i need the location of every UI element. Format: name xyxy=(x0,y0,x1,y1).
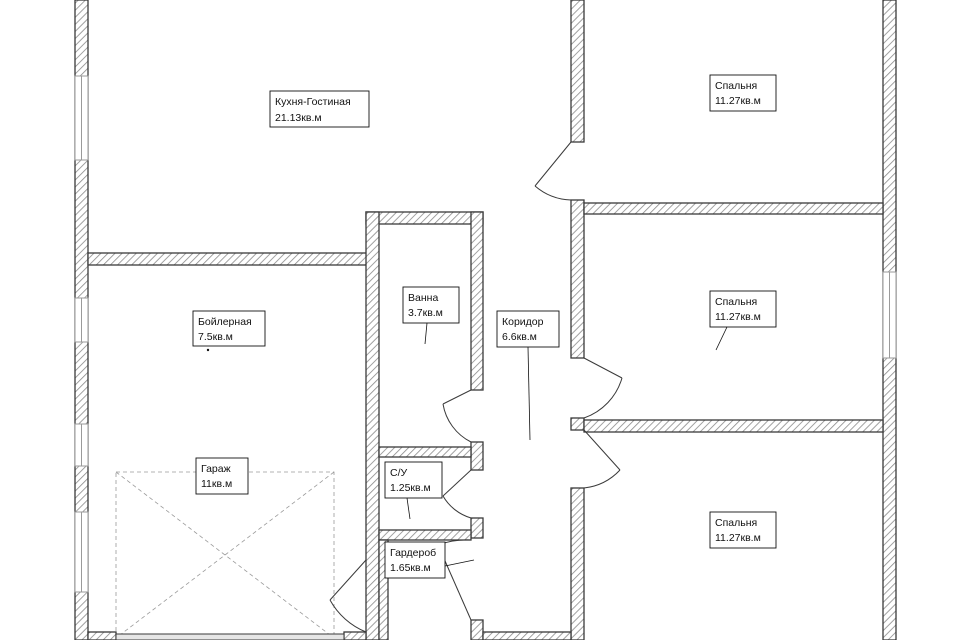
room-label-boiler: Бойлерная 7.5кв.м xyxy=(192,310,266,352)
room-area: 21.13кв.м xyxy=(275,112,322,124)
room-area: 11.27кв.м xyxy=(715,95,761,107)
room-area: 3.7кв.м xyxy=(408,307,443,319)
room-name: Кухня-Гостиная xyxy=(275,96,351,108)
room-area: 6.6кв.м xyxy=(502,331,537,343)
room-label-corridor: Коридор 6.6кв.м xyxy=(496,310,560,441)
wall-bath-right-low xyxy=(470,517,484,539)
door-garage xyxy=(329,559,367,633)
room-name: Ванна xyxy=(408,292,438,304)
door-wc xyxy=(442,469,472,519)
room-area: 11кв.м xyxy=(201,478,232,490)
room-label-bedroom-3: Спальня 11.27кв.м xyxy=(709,511,777,549)
wall-bath-right-upper xyxy=(470,211,484,391)
room-label-bath: Ванна 3.7кв.м xyxy=(402,286,460,345)
wall-bath-right-mid xyxy=(470,441,484,471)
bottom-wall-segment-3 xyxy=(482,631,572,640)
wall-corridor-mid-a xyxy=(570,199,585,359)
room-label-kitchen-living: Кухня-Гостиная 21.13кв.м xyxy=(269,90,370,128)
bottom-wall-segment xyxy=(87,631,117,640)
room-name: Спальня xyxy=(715,80,757,92)
wall-corridor-upper xyxy=(570,0,585,143)
room-name: Спальня xyxy=(715,517,757,529)
room-area: 7.5кв.м xyxy=(198,331,233,343)
room-name: Коридор xyxy=(502,316,544,328)
garage-door xyxy=(115,633,345,640)
wall-corridor-low xyxy=(570,487,585,640)
room-label-wc: С/У 1.25кв.м xyxy=(384,461,443,520)
wall-bath-left xyxy=(365,211,380,640)
room-area: 1.25кв.м xyxy=(390,482,431,494)
room-area: 1.65кв.м xyxy=(390,562,431,574)
room-name: Гардероб xyxy=(390,547,436,559)
door-bedroom-2 xyxy=(583,357,623,419)
wall-kitchen-bottom xyxy=(87,252,369,266)
room-area: 11.27кв.м xyxy=(715,311,761,323)
wall-corridor-mid-b xyxy=(570,417,585,431)
wall-bath-top xyxy=(365,211,484,225)
room-label-bedroom-2: Спальня 11.27кв.м xyxy=(709,290,777,351)
windows xyxy=(74,75,897,593)
door-kitchen xyxy=(534,141,572,201)
wall-bath-wc xyxy=(378,446,472,458)
bottom-wall-segment-2 xyxy=(343,631,367,640)
wall-wc-wardrobe xyxy=(378,529,472,541)
room-label-garage: Гараж 11кв.м xyxy=(195,457,249,495)
wall-bedroom1-bottom xyxy=(583,202,884,215)
room-name: Бойлерная xyxy=(198,316,252,328)
walls xyxy=(74,0,897,640)
garage-door-area xyxy=(115,471,335,639)
door-bedroom-3 xyxy=(583,429,621,489)
doors xyxy=(329,141,623,633)
wall-bath-right-bottom xyxy=(470,619,484,640)
door-bath xyxy=(442,389,472,443)
room-label-wardrobe: Гардероб 1.65кв.м xyxy=(384,541,475,579)
room-label-bedroom-1: Спальня 11.27кв.м xyxy=(709,74,777,112)
room-name: Гараж xyxy=(201,463,231,475)
room-area: 11.27кв.м xyxy=(715,532,761,544)
room-name: С/У xyxy=(390,467,408,479)
wall-wardrobe-left xyxy=(378,539,389,640)
wall-bedroom2-bottom xyxy=(583,419,884,433)
room-name: Спальня xyxy=(715,296,757,308)
